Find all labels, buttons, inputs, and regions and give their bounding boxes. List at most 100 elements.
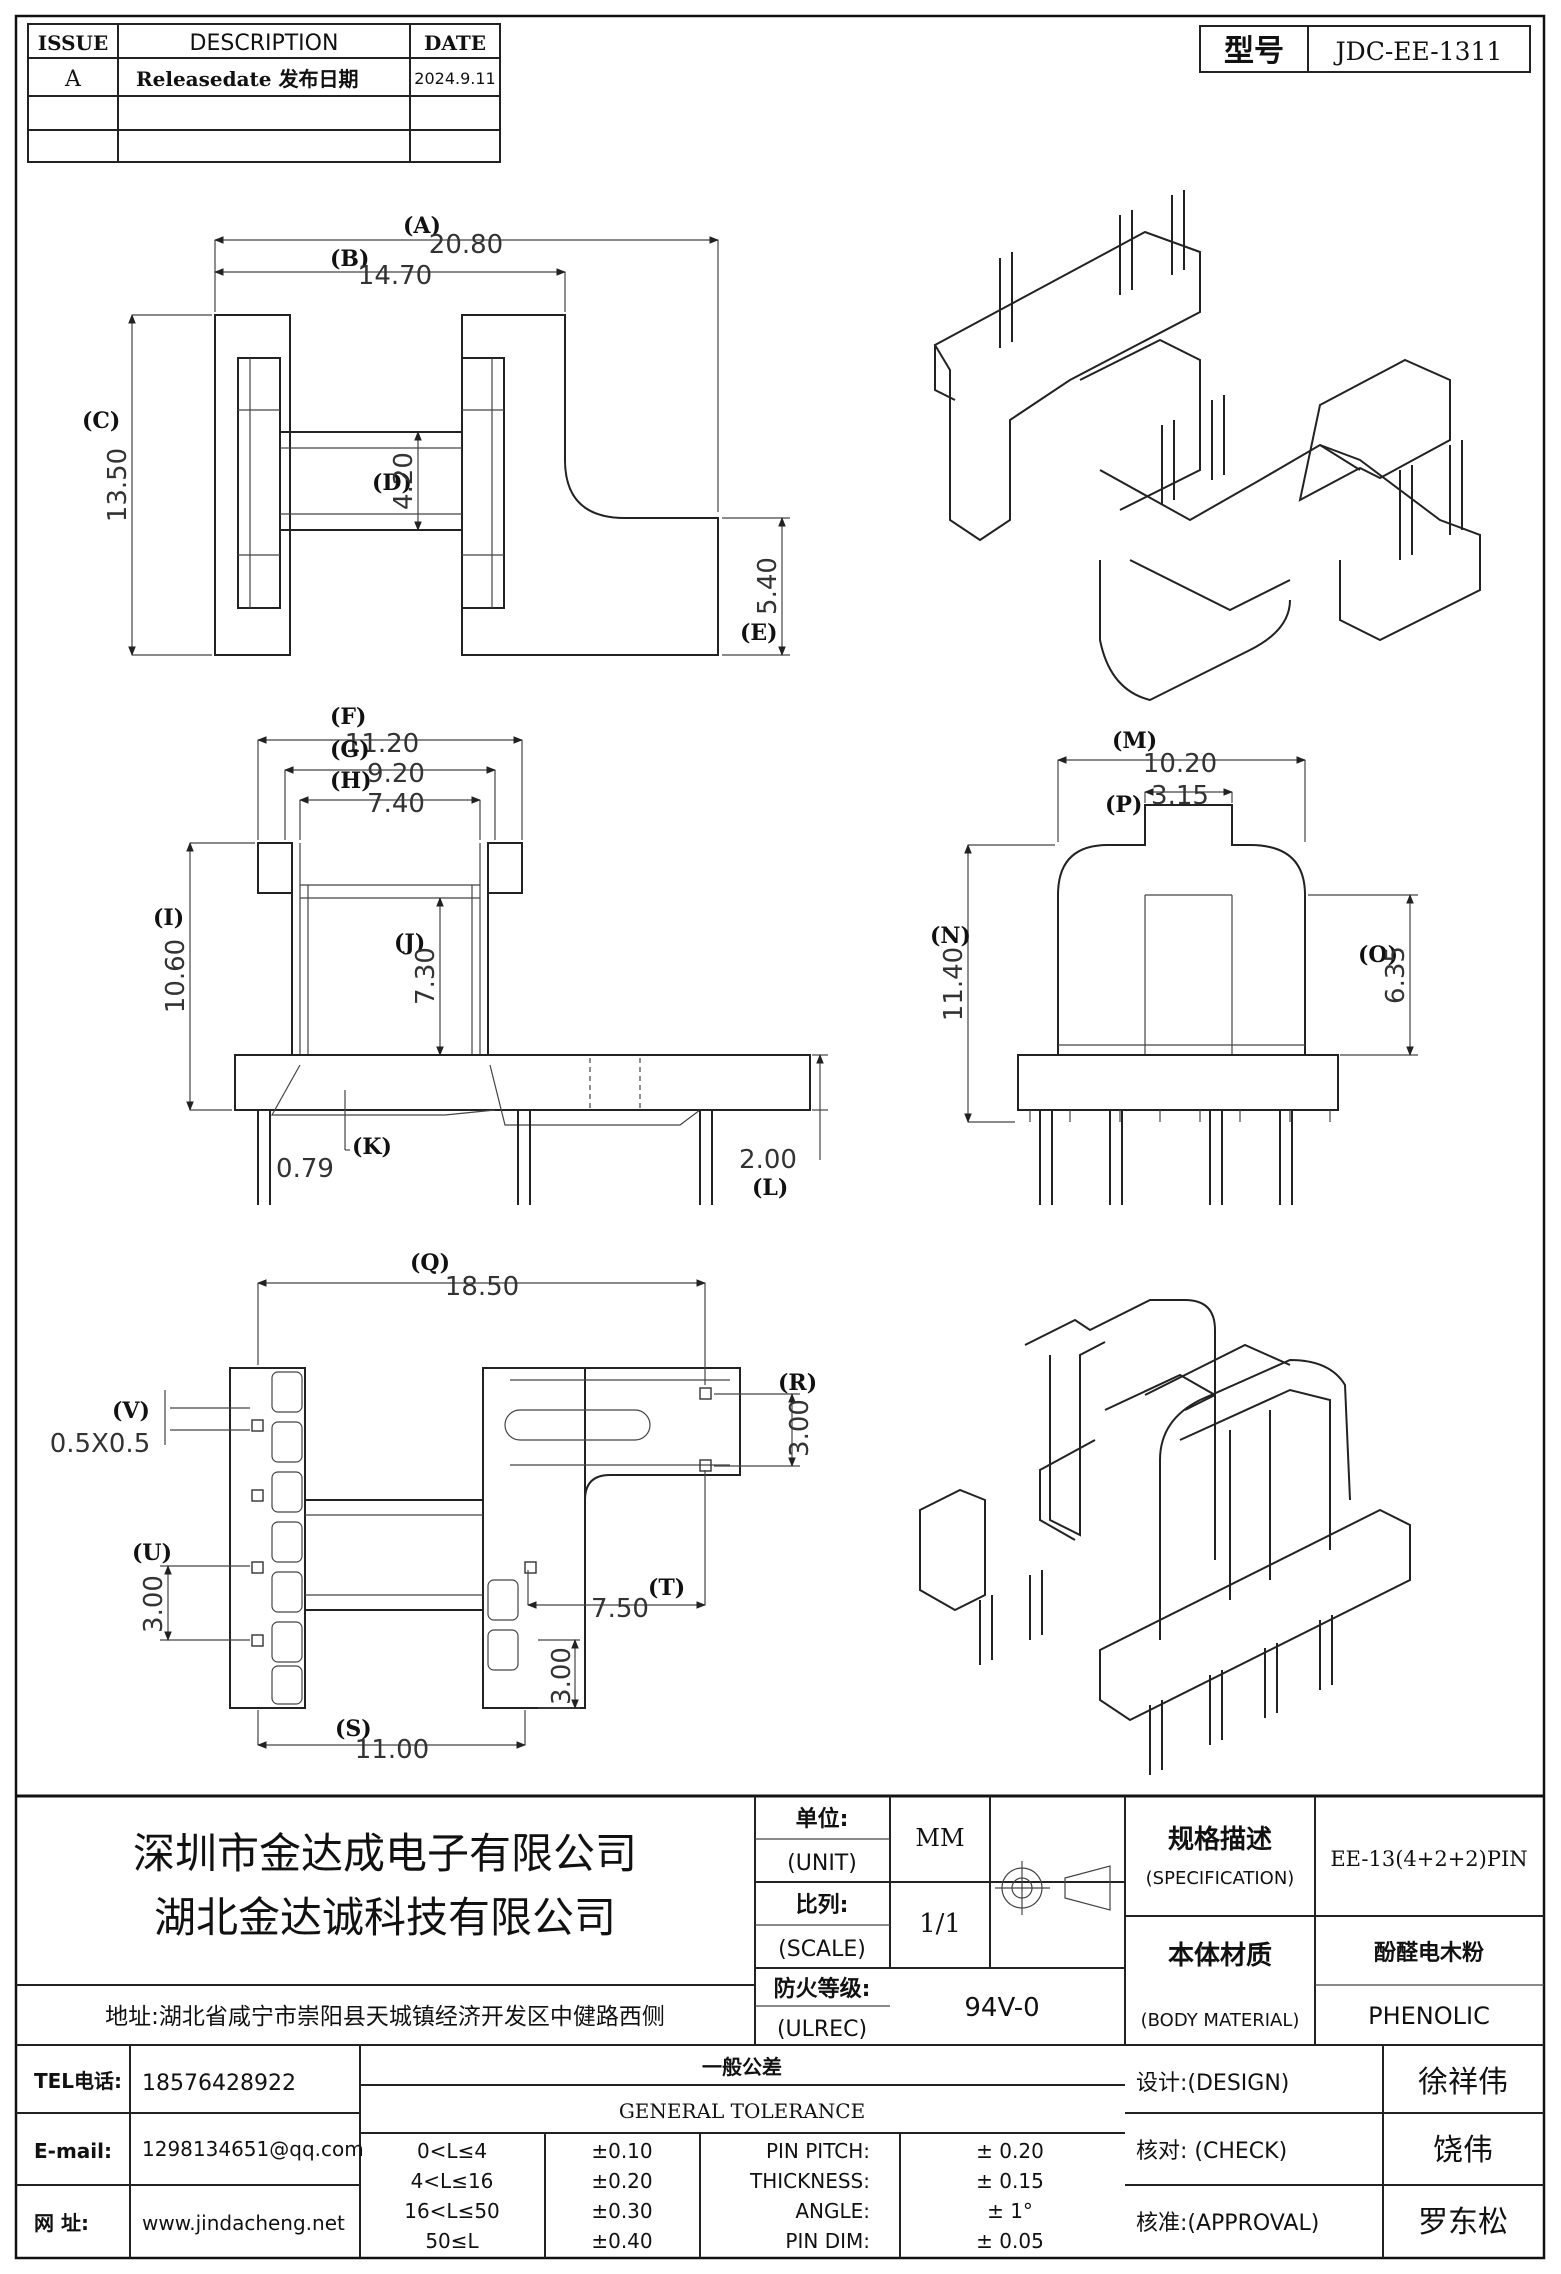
- revision-header-issue: ISSUE: [38, 31, 109, 55]
- dim-value-p: 3.15: [1151, 781, 1209, 811]
- dim-value-j: 7.30: [411, 947, 441, 1005]
- dim-label-r: (R): [778, 1370, 817, 1396]
- dim-value-i: 10.60: [161, 939, 191, 1013]
- projection-symbol-icon: [995, 1861, 1111, 1915]
- ul-label-cn: 防火等级:: [774, 1976, 871, 2002]
- sheet-border: [14, 14, 1546, 2260]
- spec-label-en: (SPECIFICATION): [1146, 1868, 1295, 1889]
- web-label: 网 址:: [34, 2211, 89, 2235]
- dim-value-q: 18.50: [445, 1272, 519, 1302]
- tolerance-other-label: THICKNESS:: [749, 2169, 870, 2193]
- approval-label: 核准:(APPROVAL): [1136, 2211, 1319, 2236]
- dim-value-r: 3.00: [785, 1399, 815, 1457]
- top-view: (A) 20.80 (B) 14.70 (C) 13.50 (D) 4.20 (…: [82, 213, 790, 656]
- dim-value-e: 5.40: [753, 557, 783, 615]
- tolerance-value: ±0.40: [591, 2229, 652, 2253]
- dim-value-g: 9.20: [367, 759, 425, 789]
- model-number: JDC-EE-1311: [1333, 37, 1503, 66]
- tolerance-other-label: ANGLE:: [795, 2199, 870, 2223]
- tolerance-other-value: ± 1°: [987, 2199, 1033, 2223]
- unit-value: MM: [915, 1824, 964, 1852]
- dim-label-b: (B): [330, 246, 369, 272]
- dim-value-c: 13.50: [103, 448, 133, 522]
- isometric-view-top: [933, 190, 1481, 702]
- tolerance-range: 0<L≤4: [417, 2139, 487, 2163]
- tel-value: 18576428922: [142, 2071, 296, 2096]
- contact-and-tolerance: TEL电话: 18576428922 E-mail: 1298134651@qq…: [16, 2045, 1125, 2258]
- tolerance-value: ±0.30: [591, 2199, 652, 2223]
- approval-block: 设计:(DESIGN) 徐祥伟 核对: (CHECK) 饶伟 核准:(APPRO…: [1125, 2045, 1544, 2258]
- tel-label: TEL电话:: [34, 2069, 122, 2093]
- tolerance-title-en: GENERAL TOLERANCE: [619, 2099, 865, 2123]
- dim-label-o: (O): [1358, 942, 1398, 968]
- dim-label-h: (H): [330, 768, 372, 794]
- tolerance-other-value: ± 0.15: [976, 2169, 1044, 2193]
- dim-value-d: 4.20: [389, 452, 419, 510]
- front-view: (F) 11.20 (G) 9.20 (H) 7.40 (I) 10.60 (J…: [153, 704, 828, 1205]
- dim-label-f: (F): [330, 704, 366, 730]
- dim-value-s: 11.00: [355, 1735, 429, 1765]
- dim-value-n: 11.40: [939, 947, 969, 1021]
- dim-label-g: (G): [330, 737, 370, 763]
- dim-value-k: 0.79: [276, 1154, 334, 1184]
- dim-label-m: (M): [1112, 728, 1157, 754]
- tolerance-range: 50≤L: [425, 2229, 479, 2253]
- revision-header-date: DATE: [424, 31, 486, 55]
- check-label: 核对: (CHECK): [1136, 2139, 1287, 2164]
- model-label: 型号: [1224, 34, 1284, 69]
- dim-label-t: (T): [648, 1575, 685, 1601]
- spec-label-cn: 规格描述: [1168, 1824, 1272, 1855]
- tolerance-range: 4<L≤16: [411, 2169, 494, 2193]
- material-label-en: (BODY MATERIAL): [1141, 2010, 1300, 2031]
- unit-label-en: (UNIT): [787, 1851, 857, 1876]
- dim-value-b: 14.70: [358, 261, 432, 291]
- tolerance-other-label: PIN PITCH:: [766, 2139, 870, 2163]
- revision-issue-a: A: [64, 67, 82, 92]
- dim-label-p: (P): [1105, 792, 1142, 818]
- email-label: E-mail:: [34, 2139, 112, 2163]
- dim-label-v: (V): [112, 1398, 150, 1424]
- company-name-1: 深圳市金达成电子有限公司: [133, 1829, 637, 1878]
- revision-table: ISSUE DESCRIPTION DATE A Releasedate 发布日…: [27, 23, 501, 163]
- isometric-view-bottom: [919, 1299, 1411, 1775]
- dim-label-a: (A): [403, 213, 441, 239]
- revision-date-a: 2024.9.11: [414, 69, 495, 88]
- scale-value: 1/1: [919, 1909, 961, 1939]
- dim-value-f: 11.20: [345, 729, 419, 759]
- material-value-en: PHENOLIC: [1368, 2002, 1490, 2030]
- design-name: 徐祥伟: [1418, 2065, 1508, 2100]
- check-name: 饶伟: [1433, 2133, 1493, 2168]
- dim-label-k: (K): [352, 1134, 392, 1160]
- unit-label-cn: 单位:: [796, 1806, 849, 1832]
- dim-label-s: (S): [335, 1716, 372, 1742]
- dim-label-l: (L): [752, 1175, 788, 1201]
- material-label-cn: 本体材质: [1168, 1941, 1272, 1971]
- scale-label-cn: 比列:: [796, 1893, 849, 1918]
- tolerance-value: ±0.10: [591, 2139, 652, 2163]
- dim-value-h: 7.40: [367, 789, 425, 819]
- revision-description-a: Releasedate 发布日期: [136, 67, 358, 91]
- title-block: 深圳市金达成电子有限公司 湖北金达诚科技有限公司 地址:湖北省咸宁市崇阳县天城镇…: [16, 1796, 1544, 2046]
- scale-label-en: (SCALE): [778, 1937, 866, 1962]
- tolerance-other-value: ± 0.05: [976, 2229, 1044, 2253]
- dim-label-j: (J): [394, 930, 425, 956]
- dim-value-l: 2.00: [739, 1145, 797, 1175]
- ul-label-en: (ULREC): [777, 2017, 867, 2042]
- revision-header-description: DESCRIPTION: [190, 31, 339, 56]
- dim-value-v: 0.5X0.5: [50, 1429, 151, 1459]
- bottom-view: (Q) 18.50 (R) 3.00 (V) 0.5X0.5 (U) 3.00 …: [50, 1250, 817, 1765]
- company-address: 地址:湖北省咸宁市崇阳县天城镇经济开发区中健路西侧: [105, 2004, 665, 2030]
- approval-name: 罗东松: [1418, 2205, 1508, 2240]
- side-view: (M) 10.20 (P) 3.15 (N) 11.40 (O) 6.35: [930, 728, 1418, 1205]
- dim-label-u: (U): [132, 1540, 172, 1566]
- dim-label-i: (I): [153, 905, 184, 931]
- tolerance-title-cn: 一般公差: [702, 2055, 782, 2079]
- tolerance-range: 16<L≤50: [404, 2199, 500, 2223]
- tolerance-other-value: ± 0.20: [976, 2139, 1044, 2163]
- dim-value-a: 20.80: [429, 230, 503, 260]
- web-value: www.jindacheng.net: [142, 2211, 345, 2235]
- ul-value: 94V-0: [964, 1993, 1039, 2023]
- email-value: 1298134651@qq.com: [142, 2137, 364, 2161]
- design-label: 设计:(DESIGN): [1136, 2071, 1289, 2096]
